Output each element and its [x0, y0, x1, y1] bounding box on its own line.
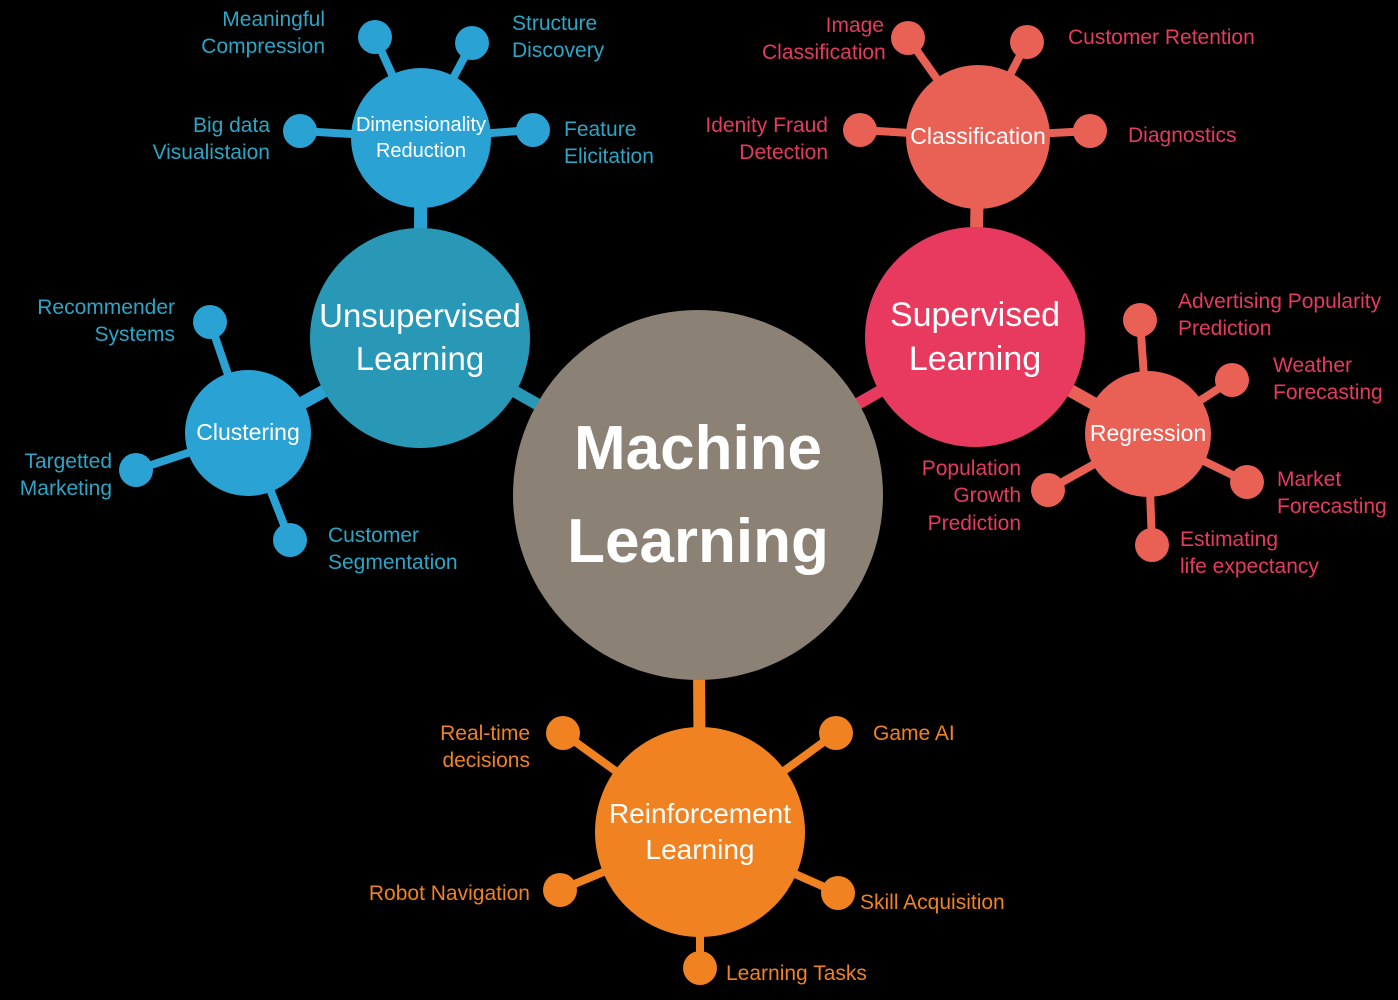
label-advertising-popularity: Advertising Popularity Prediction [1178, 290, 1382, 341]
label-image-classification: Image Classification [762, 14, 886, 65]
satellite-customer-retention [1010, 25, 1044, 59]
label-feature-elicitation: Feature Elicitation [564, 118, 654, 169]
satellite-population-growth [1031, 473, 1065, 507]
satellite-weather-forecasting [1215, 363, 1249, 397]
satellite-meaningful-compression [358, 20, 392, 54]
satellite-advertising-popularity [1123, 303, 1157, 337]
label-estimating-life-expectancy: Estimating life expectancy [1180, 528, 1319, 579]
node-reinforcement-learning: Reinforcement Learning [595, 727, 805, 937]
label-customer-segmentation: Customer Segmentation [328, 524, 458, 575]
satellite-market-forecasting [1230, 465, 1264, 499]
label-recommender-systems: Recommender Systems [37, 296, 175, 347]
node-classification: Classification [906, 65, 1050, 209]
node-clustering: Clustering [185, 370, 311, 496]
label-big-data-visualistaion: Big data Visualistaion [152, 114, 270, 165]
satellite-game-ai [819, 716, 853, 750]
satellite-targetted-marketing [119, 453, 153, 487]
satellite-robot-navigation [543, 873, 577, 907]
node-unsupervised-learning: Unsupervised Learning [310, 228, 530, 448]
satellite-skill-acquisition [821, 876, 855, 910]
node-machine-learning-center: Machine Learning [513, 310, 883, 680]
label-population-growth: Population Growth Prediction [921, 457, 1021, 535]
label-weather-forecasting: Weather Forecasting [1273, 354, 1383, 405]
label-game-ai: Game AI [873, 722, 955, 745]
satellite-image-classification [891, 21, 925, 55]
label-real-time-decisions: Real-time decisions [440, 722, 530, 773]
satellite-estimating-life-expectancy [1135, 528, 1169, 562]
label-market-forecasting: Market Forecasting [1277, 468, 1387, 519]
satellite-recommender-systems [193, 305, 227, 339]
satellite-customer-segmentation [273, 523, 307, 557]
label-identity-fraud-detection: Idenity Fraud Detection [705, 114, 828, 165]
label-structure-discovery: Structure Discovery [512, 12, 605, 63]
satellite-identity-fraud-detection [843, 113, 877, 147]
satellite-learning-tasks [683, 951, 717, 985]
satellite-real-time-decisions [546, 716, 580, 750]
label-customer-retention: Customer Retention [1068, 26, 1255, 49]
satellite-feature-elicitation [516, 113, 550, 147]
node-supervised-learning: Supervised Learning [865, 227, 1085, 447]
satellite-diagnostics [1073, 114, 1107, 148]
label-robot-navigation: Robot Navigation [368, 882, 530, 905]
label-learning-tasks: Learning Tasks [726, 962, 867, 985]
label-skill-acquisition: Skill Acquisition [860, 891, 1005, 914]
node-dimensionality-reduction: Dimensionality Reduction [351, 68, 491, 208]
label-meaningful-compression: Meaningful Compression [201, 8, 325, 59]
satellite-big-data-visualistaion [283, 114, 317, 148]
label-targetted-marketing: Targetted Marketing [19, 450, 112, 501]
node-regression: Regression [1085, 371, 1211, 497]
satellite-structure-discovery [455, 26, 489, 60]
label-diagnostics: Diagnostics [1128, 124, 1237, 147]
